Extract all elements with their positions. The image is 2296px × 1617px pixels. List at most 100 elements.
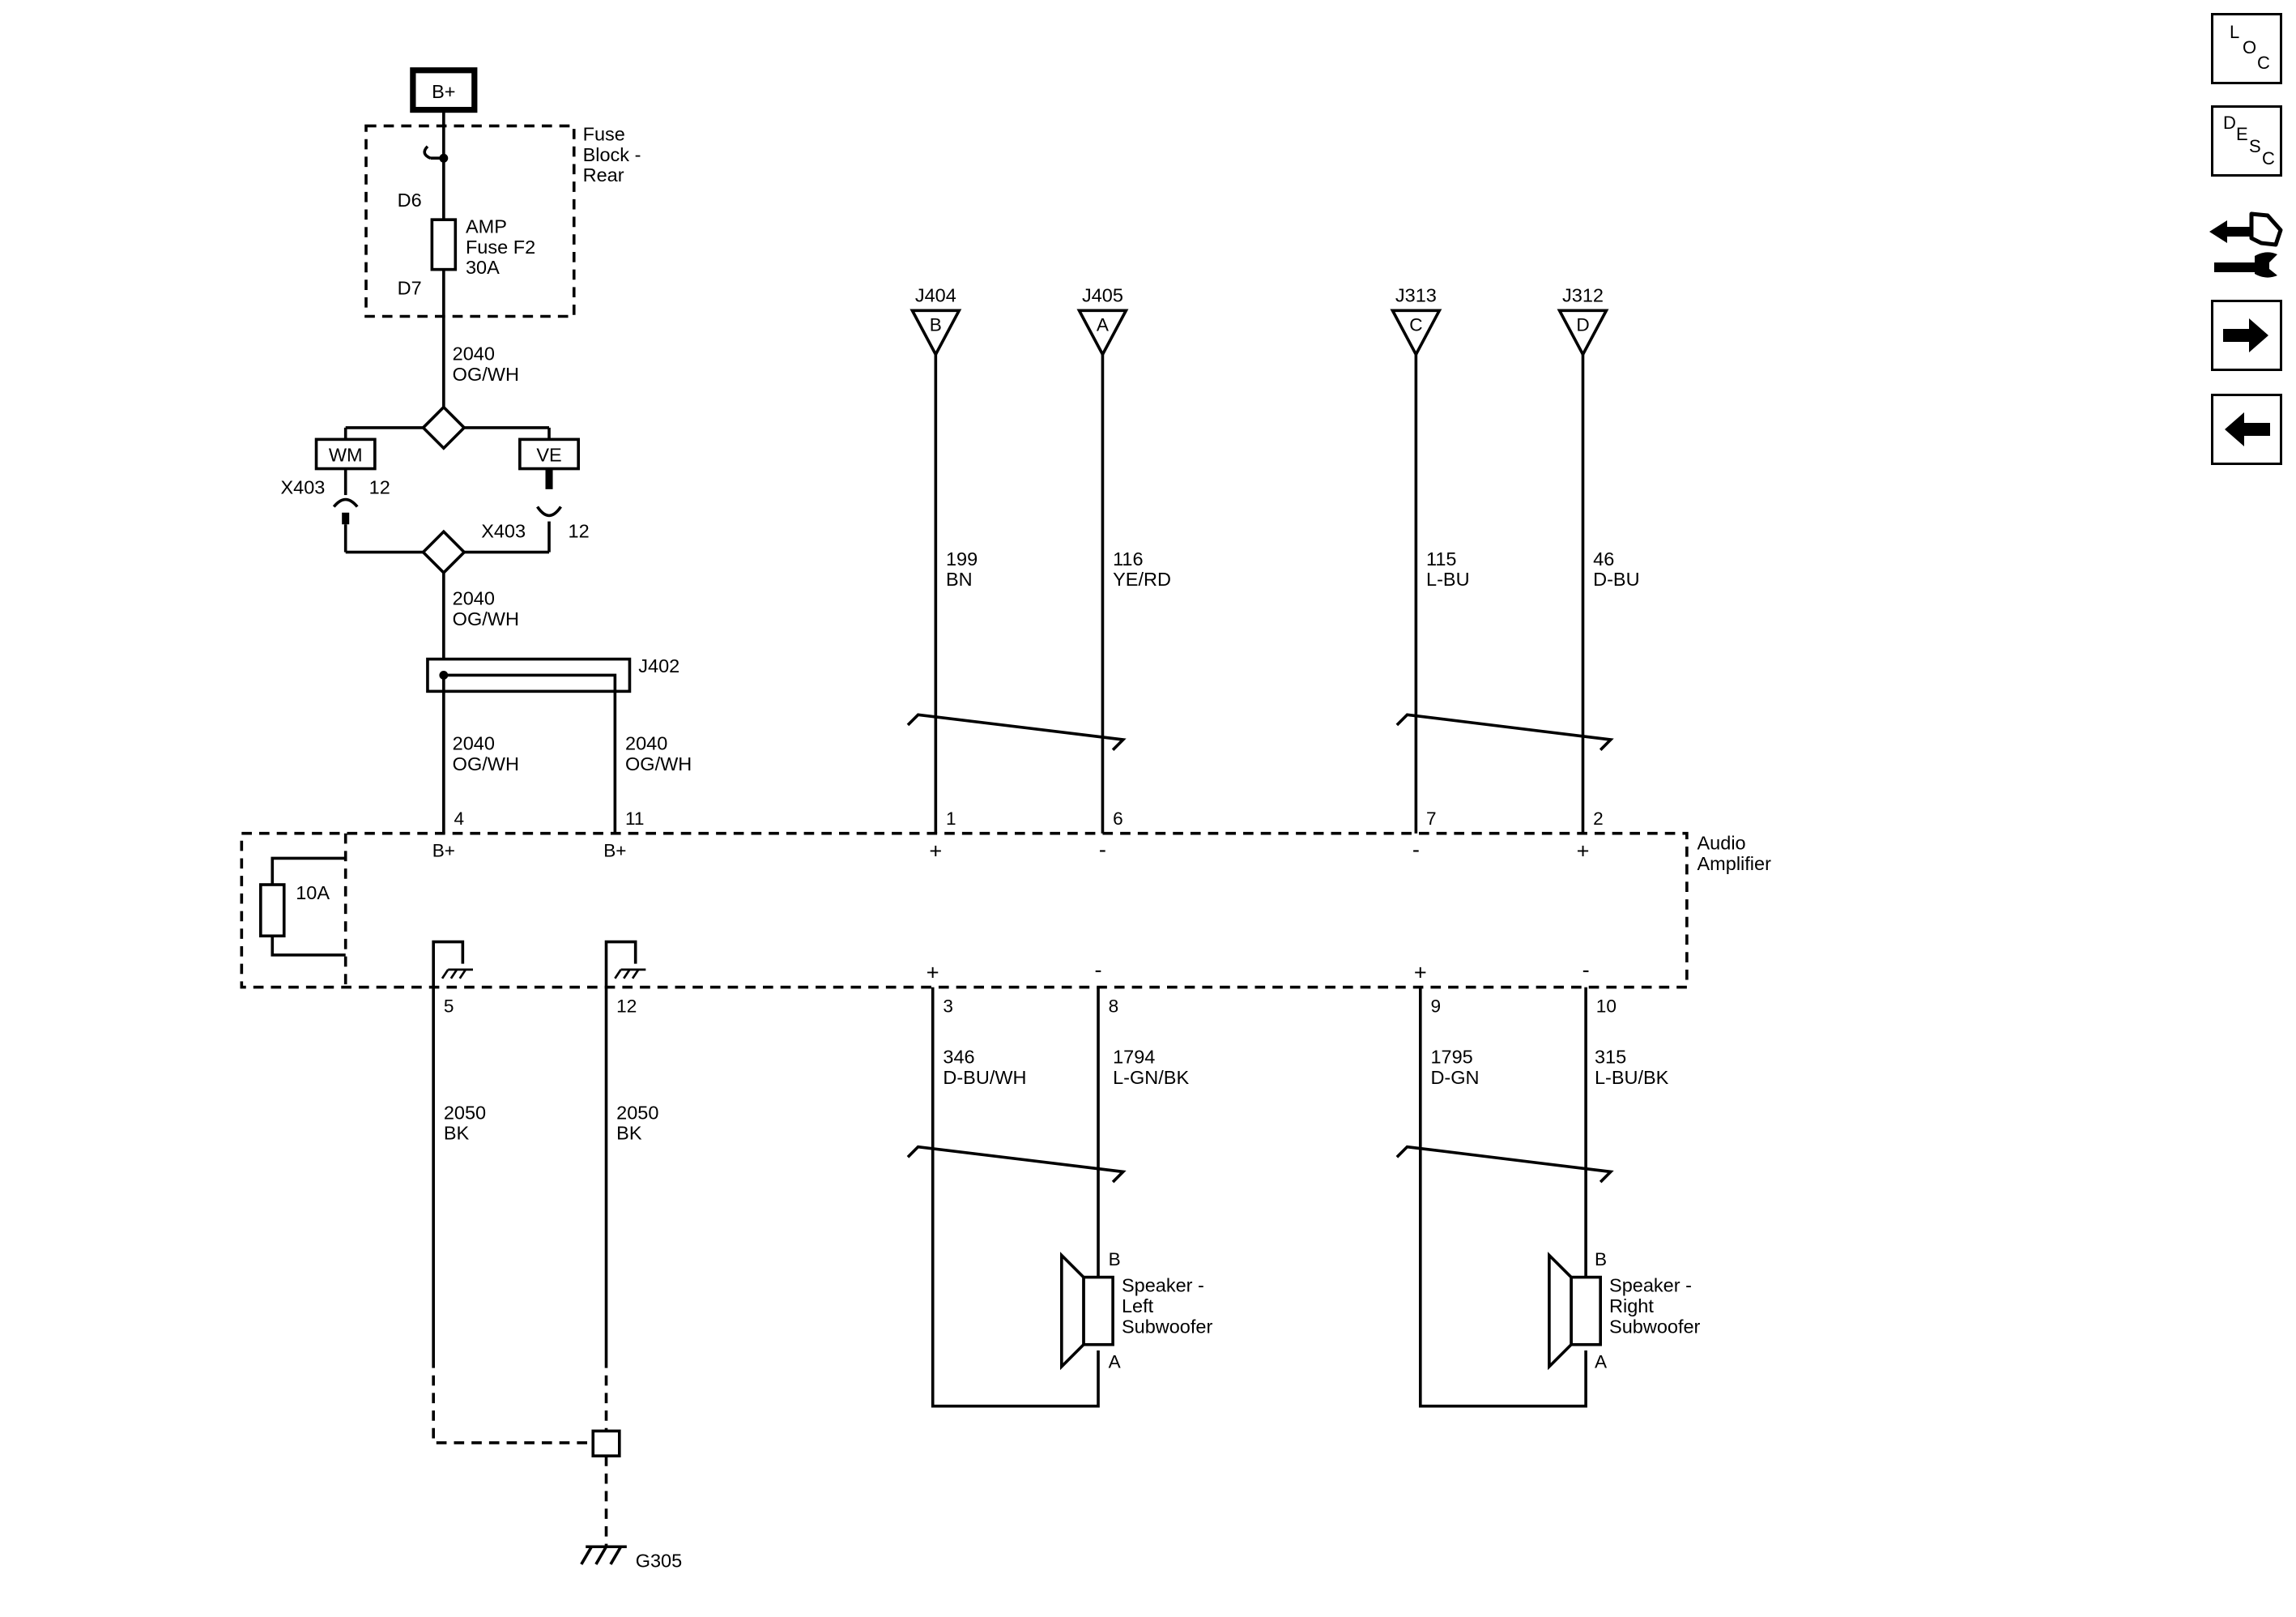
feed-11-circuit: 2040 [625,733,667,754]
loc-letter-l: L [2230,22,2240,42]
right-sub-pin-a: A [1595,1352,1608,1372]
left-sub-pin-a: A [1109,1352,1122,1372]
twisted-pair-mark-right-sub [1395,1145,1614,1184]
amplifier-name-2: Amplifier [1698,853,1772,874]
right-sub-name-2: Right [1609,1295,1654,1316]
j313-letter: C [1409,315,1422,335]
amp-fuse-f2 [430,218,458,271]
fuse-label-1: AMP [466,215,507,237]
connector-wrench-icon [2209,211,2283,278]
feed-4-color: OG/WH [453,753,519,774]
j313-circuit: 115 [1426,548,1456,570]
j405-pin: 6 [1113,808,1123,829]
next-page-button[interactable] [2211,300,2282,371]
j402-label: J402 [638,655,679,676]
out-3-polarity: + [926,960,939,985]
connector-wrench-button[interactable] [2206,203,2287,292]
j405-label: J405 [1082,284,1123,305]
j405-circuit: 116 [1113,548,1143,570]
previous-page-button[interactable] [2211,394,2282,465]
left-sub-pin-b: B [1109,1249,1121,1269]
out-10-circuit: 315 [1595,1047,1626,1068]
j313-color: L-BU [1426,569,1470,590]
right-sub-pin-b: B [1595,1249,1607,1269]
input-j313: J313 C 115 L-BU 7 - [1390,284,1470,862]
fuse-block-name-1: Fuse [583,124,625,145]
arrow-left-icon [2225,412,2270,446]
out-8-pin: 8 [1109,996,1119,1016]
loc-letter-c: C [2257,53,2270,73]
x403-right-connector [536,506,562,518]
j405-color: YE/RD [1113,569,1171,590]
x403-left-pin: 12 [369,476,390,497]
upper-splice [420,405,466,450]
fuse-block-name-2: Block - [583,144,641,165]
input-j404: J404 B 199 BN 1 + [909,284,978,863]
speaker-right-subwoofer-icon [1548,1252,1602,1371]
j312-letter: D [1576,315,1589,335]
left-sub-name-2: Left [1122,1295,1154,1316]
input-j312: J312 D 46 D-BU 2 + [1557,284,1640,863]
right-sub-name-1: Speaker - [1609,1275,1692,1296]
desc-letter-c: C [2262,148,2275,169]
ground-5-color: BK [444,1123,470,1144]
right-sub-name-3: Subwoofer [1609,1316,1701,1337]
loc-button[interactable]: L O C [2211,13,2282,84]
j313-polarity: - [1412,837,1420,862]
ground-5-circuit: 2050 [444,1102,486,1123]
j404-circuit: 199 [946,548,978,570]
x403-right-pin: 12 [569,521,590,542]
out-10-polarity: - [1582,957,1590,982]
out-9-polarity: + [1414,960,1427,985]
j405-letter: A [1097,315,1110,335]
fuse-pin-in: D6 [398,190,422,211]
ground-pin-5: 5 [444,996,454,1016]
out-8-polarity: - [1095,957,1102,982]
j313-pin: 7 [1426,808,1437,829]
j404-color: BN [946,569,973,590]
x403-right-label: X403 [481,521,526,542]
twisted-pair-mark-rear [1395,713,1614,751]
option-ve-label: VE [536,444,561,465]
internal-ground-icon [614,968,646,979]
speaker-left-subwoofer-icon [1060,1252,1114,1371]
fuse-pin-out: D7 [398,277,422,298]
ground-symbol-icon [580,1545,627,1565]
desc-letter-s: S [2249,136,2261,156]
twisted-pair-mark-front [906,713,1127,751]
out-10-pin: 10 [1596,996,1617,1016]
fuse-label-3: 30A [466,257,500,278]
out-9-pin: 9 [1430,996,1441,1016]
lower-wire-color: OG/WH [453,608,519,629]
out-9-color: D-GN [1430,1067,1479,1088]
feed-4-circuit: 2040 [453,733,495,754]
ground-12-color: BK [616,1123,642,1144]
feed-11-pin: 11 [625,808,644,829]
lower-splice [420,529,466,575]
out-3-color: D-BU/WH [943,1067,1026,1088]
internal-fuse-label: 10A [296,882,330,903]
loc-letter-o: O [2243,37,2257,58]
out-10-color: L-BU/BK [1595,1067,1669,1088]
j312-label: J312 [1562,284,1604,305]
amplifier-name-1: Audio [1698,833,1746,854]
supply-label: B+ [432,81,455,102]
ground-pin-12: 12 [616,996,637,1016]
j405-polarity: - [1099,837,1106,862]
ground-point-label: G305 [636,1551,683,1572]
arrow-right-icon [2223,318,2268,352]
left-sub-name-1: Speaker - [1122,1275,1204,1296]
internal-fuse [259,883,286,938]
fuse-label-2: Fuse F2 [466,237,535,258]
twisted-pair-mark-left-sub [906,1145,1127,1184]
option-wm-label: WM [329,444,363,465]
j404-letter: B [930,315,942,335]
j313-label: J313 [1395,284,1437,305]
j404-label: J404 [915,284,956,305]
desc-letter-d: D [2223,113,2236,133]
desc-button[interactable]: D E S C [2211,105,2282,177]
out-9-circuit: 1795 [1430,1047,1472,1068]
battery-supply: B+ [410,67,478,113]
j404-polarity: + [929,838,942,863]
fuse-block-name-3: Rear [583,164,624,186]
